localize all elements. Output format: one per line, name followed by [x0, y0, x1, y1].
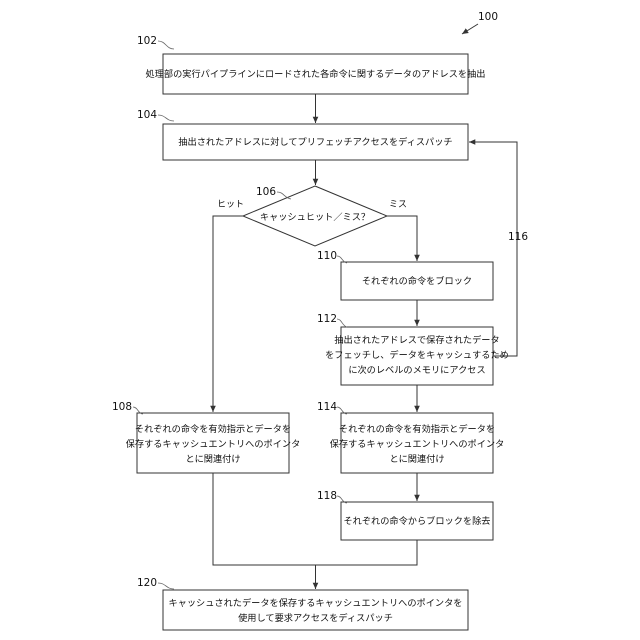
edge-108-merge [213, 473, 316, 565]
step-118-text: それぞれの命令からブロックを除去 [344, 515, 491, 527]
step-112-text-line-1: 抽出されたアドレスで保存されたデータ [334, 334, 499, 346]
miss-label: ミス [389, 200, 407, 210]
ref-104-leader [158, 115, 174, 121]
edge-112-loop-to-104 [469, 142, 517, 356]
step-112-node: 抽出されたアドレスで保存されたデータ をフェッチし、データをキャッシュするため … [325, 327, 509, 385]
step-114-text-line-3: とに関連付け [389, 453, 444, 465]
step-112-text-line-2: をフェッチし、データをキャッシュするため [325, 349, 509, 361]
ref-112-leader [337, 319, 347, 327]
ref-118-label: 118 [317, 490, 337, 502]
ref-120-leader [158, 583, 174, 589]
ref-114-label: 114 [317, 401, 337, 413]
step-120-text-line-2: 使用して要求アクセスをディスパッチ [238, 612, 393, 624]
ref-102-label: 102 [137, 35, 157, 47]
step-114-node: それぞれの命令を有効指示とデータを 保存するキャッシュエントリへのポインタ とに… [330, 413, 505, 473]
ref-108-label: 108 [112, 401, 132, 413]
step-102-text: 処理部の実行パイプラインにロードされた各命令に関するデータのアドレスを抽出 [146, 68, 486, 80]
figure-ref-leader [462, 24, 478, 34]
edge-106-miss-to-110 [387, 216, 417, 261]
figure-ref-label: 100 [478, 11, 498, 23]
step-108-text-line-1: それぞれの命令を有効指示とデータを [135, 423, 291, 435]
step-120-node: キャッシュされたデータを保存するキャッシュエントリへのポインタを 使用して要求ア… [163, 590, 468, 630]
ref-112-label: 112 [317, 313, 337, 325]
step-114-text-line-1: それぞれの命令を有効指示とデータを [339, 423, 495, 435]
step-112-text-line-3: に次のレベルのメモリにアクセス [348, 364, 485, 376]
ref-104-label: 104 [137, 109, 157, 121]
edge-106-hit-to-108 [213, 216, 243, 412]
step-118-node: それぞれの命令からブロックを除去 [341, 502, 493, 540]
edge-118-merge [316, 540, 418, 565]
ref-102-leader [158, 41, 174, 49]
step-104-text: 抽出されたアドレスに対してプリフェッチアクセスをディスパッチ [178, 136, 452, 148]
step-102-node: 処理部の実行パイプラインにロードされた各命令に関するデータのアドレスを抽出 [146, 54, 486, 94]
step-110-text: それぞれの命令をブロック [362, 275, 472, 287]
step-120-text-line-1: キャッシュされたデータを保存するキャッシュエントリへのポインタを [169, 597, 463, 609]
hit-label: ヒット [217, 199, 244, 210]
ref-110-label: 110 [317, 250, 337, 262]
step-110-node: それぞれの命令をブロック [341, 262, 493, 300]
ref-120-label: 120 [137, 577, 157, 589]
step-108-text-line-3: とに関連付け [185, 453, 240, 465]
loop-116-label: 116 [508, 231, 528, 243]
step-108-text-line-2: 保存するキャッシュエントリへのポインタ [126, 438, 301, 450]
step-108-node: それぞれの命令を有効指示とデータを 保存するキャッシュエントリへのポインタ とに… [126, 413, 301, 473]
decision-106-text: キャッシュヒット／ミス？ [260, 212, 370, 223]
ref-106-label: 106 [256, 186, 276, 198]
step-114-text-line-2: 保存するキャッシュエントリへのポインタ [330, 438, 505, 450]
step-104-node: 抽出されたアドレスに対してプリフェッチアクセスをディスパッチ [163, 124, 468, 160]
